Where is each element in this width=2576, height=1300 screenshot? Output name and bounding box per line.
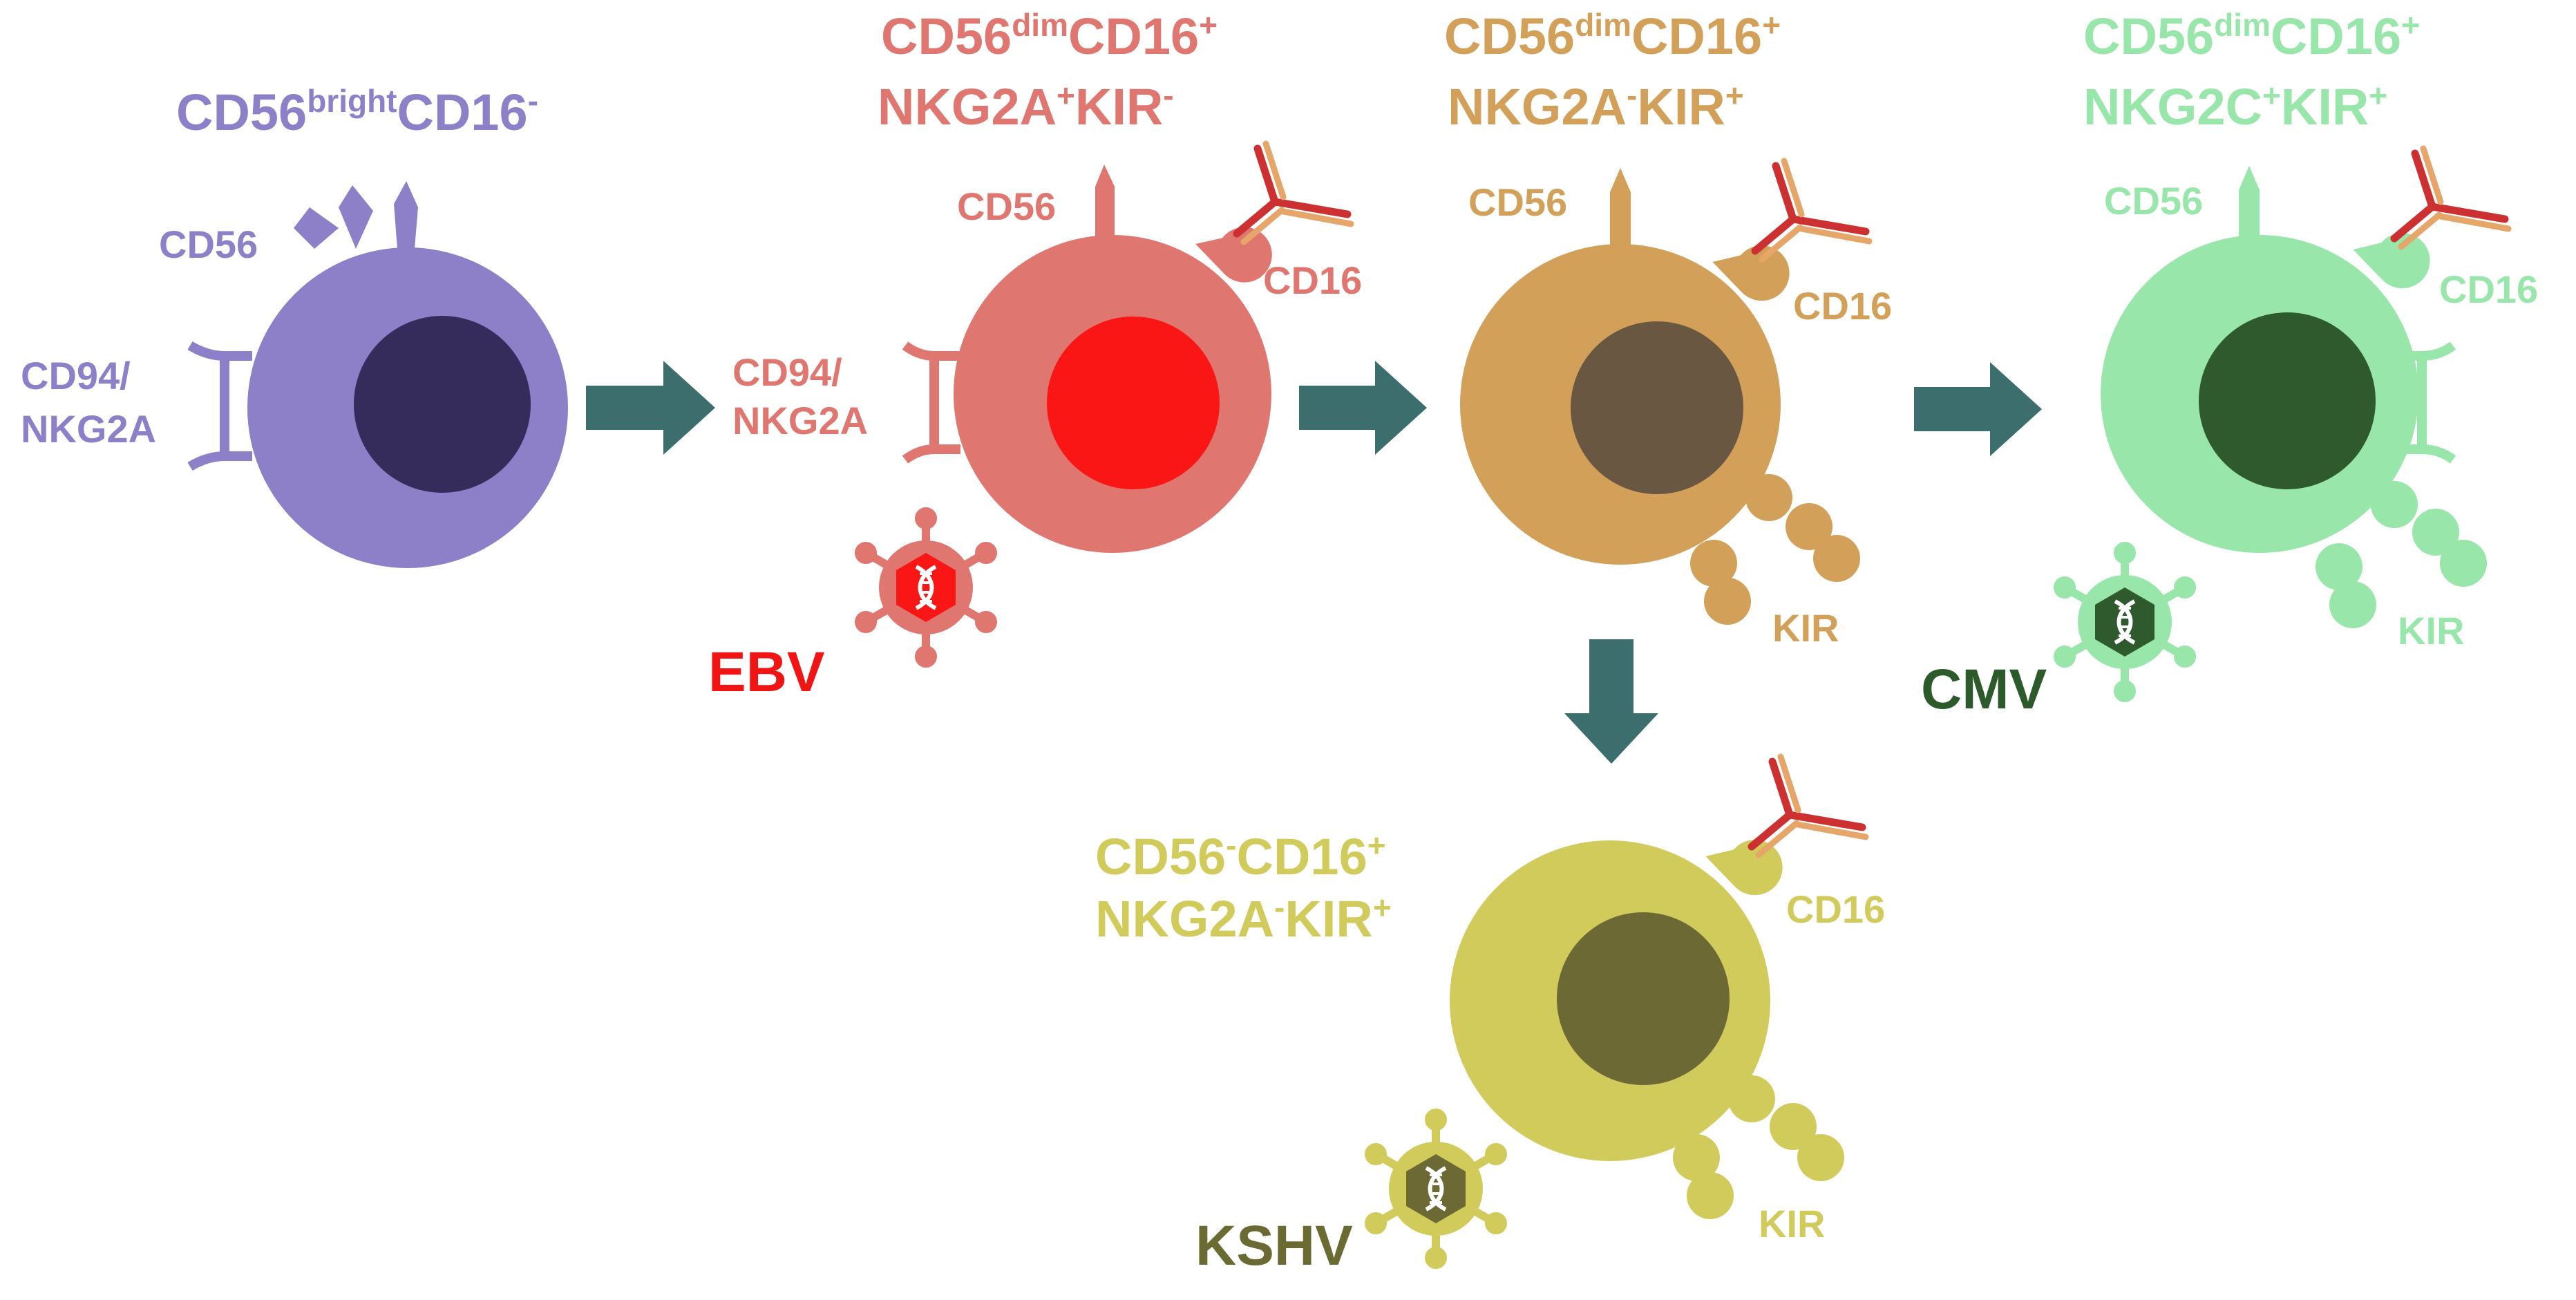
kir-label: KIR bbox=[1772, 606, 1839, 650]
cd56-receptors bbox=[294, 181, 418, 249]
cell-title-line1: CD56dimCD16+ bbox=[2083, 7, 2420, 65]
kir-receptor bbox=[1690, 474, 1860, 625]
virus-label-ebv: EBV bbox=[708, 641, 825, 704]
cd56-label: CD56 bbox=[159, 223, 258, 266]
nkg2a-label: NKG2A bbox=[21, 407, 156, 451]
cd16-label: CD16 bbox=[1793, 284, 1892, 328]
cd16-receptor bbox=[2353, 233, 2430, 289]
arrow-down bbox=[1564, 639, 1658, 764]
cell-kir-positive: CD56dimCD16+ NKG2A-KIR+ CD56 CD16 KIR bbox=[1444, 7, 1892, 650]
cd16-label: CD16 bbox=[1263, 258, 1362, 302]
nucleus bbox=[354, 316, 531, 493]
cell-title-line2: NKG2A-KIR+ bbox=[1448, 77, 1744, 135]
cd16-label: CD16 bbox=[1786, 887, 1885, 931]
cd94-nkg2a-receptor bbox=[187, 341, 252, 471]
kir-label: KIR bbox=[1759, 1202, 1825, 1245]
cell-nkg2a-positive: CD56dimCD16+ NKG2A+KIR- CD56 CD16 CD94/ … bbox=[708, 7, 1362, 704]
cd94-nkg2a-receptor bbox=[902, 341, 960, 464]
cell-title-line2: NKG2A+KIR- bbox=[878, 77, 1174, 135]
cell-cd56bright: CD56brightCD16- CD56 CD94/ NKG2A bbox=[21, 83, 568, 568]
kir-label: KIR bbox=[2398, 609, 2464, 652]
nkg2a-label: NKG2A bbox=[732, 399, 868, 442]
antibody-icon bbox=[1748, 753, 1869, 858]
arrow-1 bbox=[586, 361, 715, 455]
cell-cd56-negative: CD56-CD16+ NKG2A-KIR+ CD16 KIR KSHV bbox=[1095, 753, 1885, 1277]
cd56-label: CD56 bbox=[1468, 180, 1567, 224]
virus-label-cmv: CMV bbox=[1921, 658, 2047, 721]
arrow-2 bbox=[1299, 361, 1427, 455]
cd94-label: CD94/ bbox=[732, 350, 842, 394]
virus-icon-kshv bbox=[1365, 1109, 1507, 1269]
cell-title-line2: NKG2C+KIR+ bbox=[2083, 77, 2387, 135]
kir-receptor bbox=[2315, 481, 2487, 628]
cd16-receptor bbox=[1195, 227, 1272, 283]
nucleus bbox=[2199, 312, 2376, 489]
cd56-label: CD56 bbox=[957, 185, 1056, 228]
virus-label-kshv: KSHV bbox=[1195, 1214, 1353, 1277]
virus-icon-ebv bbox=[855, 507, 997, 668]
cell-title-line1: CD56dimCD16+ bbox=[1444, 7, 1781, 65]
nucleus bbox=[1047, 317, 1220, 489]
cell-title: CD56brightCD16- bbox=[176, 83, 538, 141]
cd56-receptor bbox=[2239, 166, 2260, 249]
cd56-receptor bbox=[1610, 168, 1631, 252]
cd94-label: CD94/ bbox=[21, 354, 131, 397]
cd56-receptor bbox=[1095, 164, 1115, 245]
nucleus bbox=[1557, 912, 1730, 1085]
virus-icon-cmv bbox=[2054, 542, 2196, 702]
arrow-3 bbox=[1914, 362, 2042, 456]
cell-nkg2c-positive: CD56dimCD16+ NKG2C+KIR+ CD56 CD16 KIR CM… bbox=[1921, 7, 2538, 721]
cd16-label: CD16 bbox=[2439, 267, 2538, 311]
nucleus bbox=[1571, 321, 1743, 494]
cell-title-line1: CD56dimCD16+ bbox=[881, 7, 1218, 65]
cd16-receptor bbox=[1712, 245, 1790, 301]
cell-title-line2: NKG2A-KIR+ bbox=[1095, 889, 1392, 948]
cell-title-line1: CD56-CD16+ bbox=[1095, 827, 1386, 885]
nkg2c-receptor bbox=[2394, 341, 2456, 464]
antibody-icon bbox=[1233, 140, 1354, 245]
cd56-label: CD56 bbox=[2104, 179, 2203, 223]
antibody-icon bbox=[2390, 145, 2512, 250]
antibody-icon bbox=[1751, 158, 1873, 263]
